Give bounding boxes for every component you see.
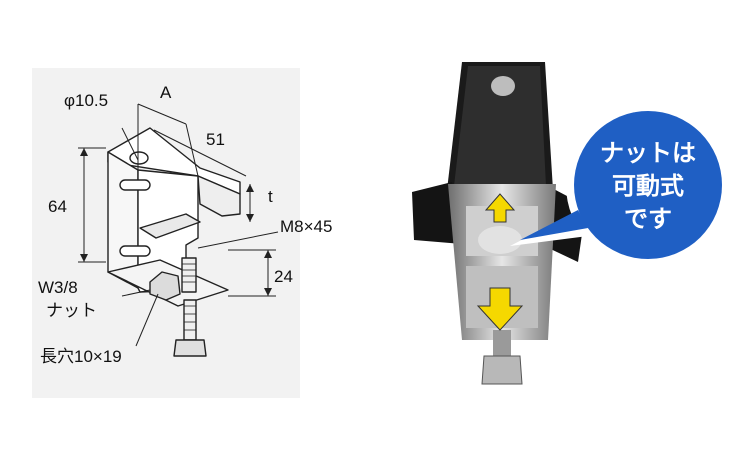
label-w38: W3/8 — [38, 278, 78, 297]
label-64: 64 — [48, 197, 67, 216]
speech-bubble — [510, 103, 730, 267]
hole-top — [129, 151, 149, 165]
label-a: A — [160, 83, 172, 102]
middle-shelf — [139, 213, 201, 239]
label-24: 24 — [274, 267, 293, 286]
label-nut: ナット — [46, 301, 97, 320]
label-m8: M8×45 — [280, 217, 332, 236]
bubble-line-3: です — [624, 205, 672, 233]
bolt-head-photo — [481, 355, 523, 385]
label-phi: φ10.5 — [64, 91, 108, 110]
arrow-up-icon — [484, 193, 516, 223]
dim-a-line — [137, 103, 187, 125]
leader-nut — [121, 289, 151, 297]
bolt-shank — [493, 330, 511, 356]
slot-lower — [119, 245, 151, 257]
dim-51-line — [153, 129, 247, 177]
label-51: 51 — [206, 130, 225, 149]
top-plate-shade — [454, 66, 546, 186]
top-hole — [491, 76, 515, 96]
leader-m8 — [197, 231, 279, 249]
bolt-head — [173, 339, 207, 357]
nut-shape — [149, 271, 181, 301]
bubble-line-1: ナットは — [600, 139, 696, 167]
arrow-down-icon — [476, 287, 524, 331]
label-slot: 長穴10×19 — [40, 347, 122, 366]
clamp-lip — [197, 175, 241, 217]
nut-photo — [478, 226, 522, 254]
slot-upper — [119, 179, 151, 191]
bubble-line-2: 可動式 — [612, 172, 684, 200]
bolt-upper — [181, 257, 197, 293]
leader-slot — [135, 293, 159, 347]
leader-phi — [121, 127, 139, 161]
label-t: t — [268, 187, 273, 206]
